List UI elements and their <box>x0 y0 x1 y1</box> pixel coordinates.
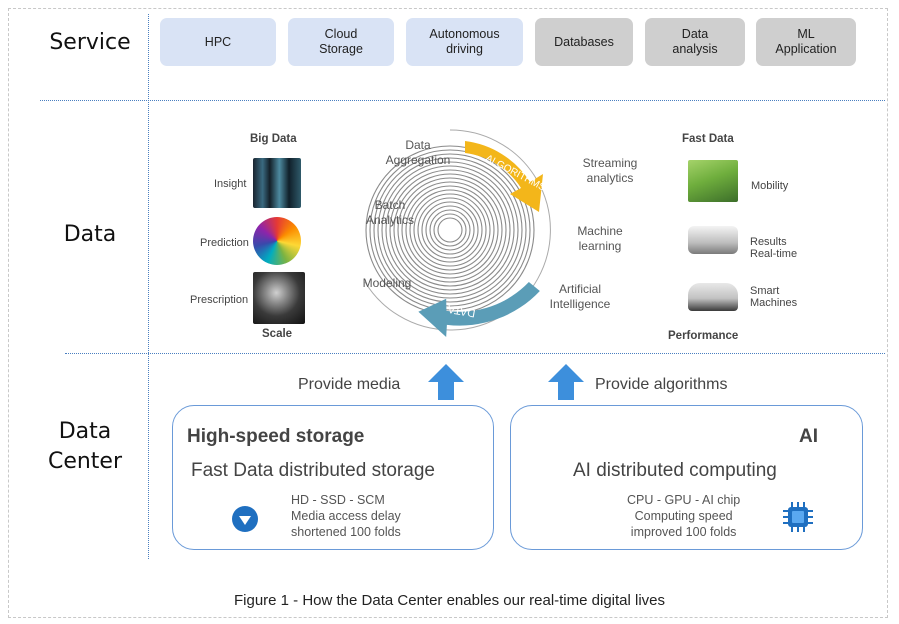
concentric-rings <box>365 145 535 315</box>
ai-box: AI AI distributed computing CPU - GPU - … <box>510 405 863 550</box>
service-hpc: HPC <box>160 18 276 66</box>
algorithms-band <box>465 141 543 212</box>
row-label-data-center: Data Center <box>30 417 140 477</box>
big-data-title: Big Data <box>250 133 297 145</box>
provide-media-label: Provide media <box>298 376 401 393</box>
ai-box-subtitle: AI distributed computing <box>573 460 777 481</box>
up-arrow-algorithms-icon <box>548 364 584 400</box>
data-band <box>418 282 540 337</box>
ai-box-title: AI <box>799 426 818 447</box>
prescription-photo-image <box>253 272 305 324</box>
service-databases: Databases <box>535 18 633 66</box>
server-rack-image <box>253 158 301 208</box>
cycle-label-ai: Artificial Intelligence <box>549 282 611 311</box>
cycle-label-batch: Batch Analytics <box>365 198 415 227</box>
service-ml-application: ML Application <box>756 18 856 66</box>
cycle-label-aggregation: Data Aggregation <box>385 138 451 167</box>
service-autonomous-driving: Autonomous driving <box>406 18 523 66</box>
mobility-phone-image <box>688 160 738 202</box>
data-band-label: DATA <box>446 302 476 319</box>
big-data-prescription-label: Prescription <box>190 294 249 306</box>
color-wheel-image <box>253 217 301 265</box>
service-data-analysis: Data analysis <box>645 18 745 66</box>
storage-box: High-speed storage Fast Data distributed… <box>172 405 494 550</box>
row-label-service: Service <box>49 30 131 55</box>
big-data-footer: Scale <box>262 328 293 340</box>
ai-desc-line3: improved 100 folds <box>630 525 737 539</box>
cycle-label-streaming: Streaming analytics <box>582 156 638 185</box>
ai-desc-line2: Computing speed <box>634 509 733 523</box>
fast-data-footer: Performance <box>668 330 739 342</box>
big-data-insight-label: Insight <box>214 178 247 190</box>
ai-box-desc: CPU - GPU - AI chip Computing speed impr… <box>627 492 740 540</box>
fast-data-title: Fast Data <box>682 133 734 145</box>
fast-data-results-label: Results Real-time <box>750 236 798 260</box>
cycle-label-modeling: Modeling <box>362 276 412 290</box>
storage-desc-line2: Media access delay <box>291 509 401 523</box>
row-label-data: Data <box>63 222 117 247</box>
up-arrow-media-icon <box>428 364 464 400</box>
storage-box-subtitle: Fast Data distributed storage <box>191 460 435 481</box>
provide-algorithms-label: Provide algorithms <box>595 376 728 393</box>
service-cloud-storage: Cloud Storage <box>288 18 394 66</box>
row-label-data-center-line1: Data <box>58 419 112 444</box>
divider-data-center <box>65 353 885 354</box>
vertical-divider <box>148 14 149 559</box>
storage-desc-line1: HD - SSD - SCM <box>291 493 385 507</box>
row-label-data-center-line2: Center <box>47 449 123 474</box>
storage-desc-line3: shortened 100 folds <box>291 525 401 539</box>
smart-car-image <box>688 283 738 311</box>
ai-desc-line1: CPU - GPU - AI chip <box>627 493 741 507</box>
camera-image <box>688 226 738 254</box>
figure-caption: Figure 1 - How the Data Center enables o… <box>233 592 666 609</box>
data-cycle-diagram: ALGORITHMS DATA <box>364 129 551 337</box>
fast-data-mobility-label: Mobility <box>751 180 789 192</box>
divider-service-data <box>40 100 885 101</box>
big-data-prediction-label: Prediction <box>200 237 249 249</box>
chip-icon <box>783 502 813 532</box>
download-icon <box>232 506 258 532</box>
storage-box-title: High-speed storage <box>187 426 365 447</box>
fast-data-smart-label: Smart Machines <box>750 285 798 309</box>
storage-box-desc: HD - SSD - SCM Media access delay shorte… <box>291 492 401 540</box>
cycle-label-machine: Machine learning <box>577 224 623 253</box>
figure-frame <box>8 8 888 618</box>
outer-orbit-line <box>364 129 551 331</box>
